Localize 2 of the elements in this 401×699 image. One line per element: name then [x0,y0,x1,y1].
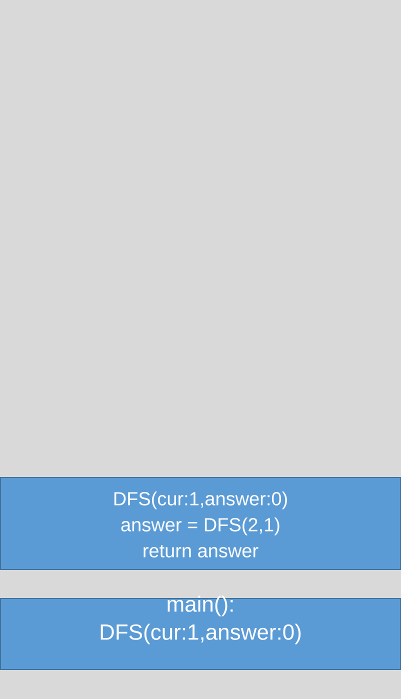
code-box: DFS(cur:1,answer:0) answer = DFS(2,1) return answer [0,477,401,570]
code-box: main(): DFS(cur:1,answer:0) [0,596,401,670]
